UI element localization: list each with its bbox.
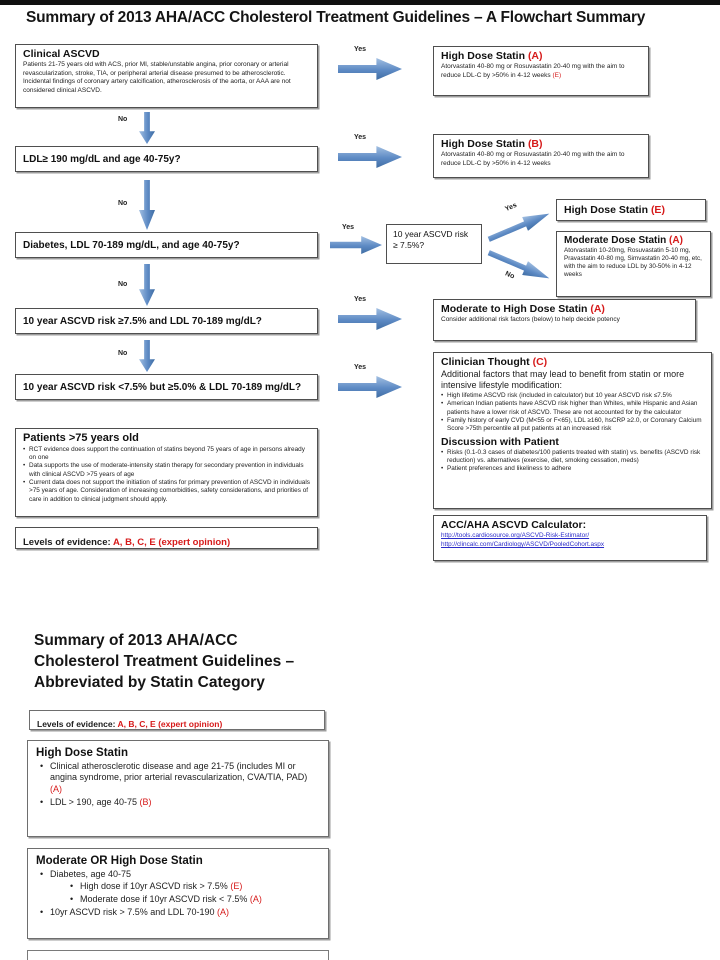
clinical-ascvd-title: Clinical ASCVD [23, 48, 100, 60]
patients-over-75-bullet: Data supports the use of moderate-intens… [23, 462, 310, 479]
mod-high-bullet: Diabetes, age 40-75 [36, 869, 320, 881]
top-border [0, 0, 720, 5]
moderate-to-high-dose-statin-body: Consider additional risk factors (below)… [441, 316, 620, 324]
moderate-or-high-dose-statin-summary-box: Moderate OR High Dose Statin Diabetes, a… [27, 848, 329, 939]
clinician-thought-bullet: Family history of early CVD (M<55 or F<6… [441, 417, 704, 434]
yes-label: Yes [354, 364, 367, 371]
high-dose-bullet: LDL > 190, age 40-75 (B) [36, 797, 320, 809]
moderate-dose-statin-a-title: Moderate Dose Statin (A) [564, 235, 683, 246]
mod-high-sub-bullet: Moderate dose if 10yr ASCVD risk < 7.5% … [36, 894, 320, 906]
levels-of-evidence-grades: A, B, C, E (expert opinion) [117, 719, 223, 729]
yes-arrow-diagonal [486, 207, 553, 247]
levels-of-evidence-grades: A, B, C, E (expert opinion) [112, 537, 231, 548]
high-dose-statin-summary-box: High Dose Statin Clinical atheroscleroti… [27, 740, 329, 837]
clinical-ascvd-body: Patients 21-75 years old with ACS, prior… [23, 61, 291, 94]
discussion-with-patient-title: Discussion with Patient [441, 435, 559, 448]
high-dose-statin-e-title: High Dose Statin (E) [564, 204, 665, 216]
ten-year-risk-decision-text: 10 year ASCVD risk ≥ 7.5%? [393, 229, 469, 251]
clinician-thought-subtitle: Additional factors that may lead to bene… [441, 369, 685, 391]
cut-off-box [27, 950, 329, 960]
levels-of-evidence-prefix: Levels of evidence: [37, 719, 118, 729]
yes-arrow-right [338, 308, 402, 330]
no-arrow-down [139, 180, 155, 230]
yes-arrow-right [338, 58, 402, 80]
no-label: No [118, 350, 128, 357]
high-dose-statin-a-body: Atorvastatin 40-80 mg or Rosuvastatin 20… [441, 63, 625, 79]
slide2-title-line: Cholesterol Treatment Guidelines – [34, 653, 295, 670]
risk-5-to-7-question-box: 10 year ASCVD risk <7.5% but ≥5.0% & LDL… [15, 374, 318, 400]
levels-of-evidence-box-1: Levels of evidence: A, B, C, E (expert o… [15, 527, 318, 549]
high-dose-statin-a-title: High Dose Statin (A) [441, 50, 543, 62]
slide1-title: Summary of 2013 AHA/ACC Cholesterol Trea… [26, 9, 646, 26]
ldl-190-question: LDL≥ 190 mg/dL and age 40-75y? [23, 153, 181, 165]
no-arrow-down [139, 340, 155, 372]
slide2-title-line: Summary of 2013 AHA/ACC [34, 632, 238, 649]
no-arrow-down [139, 264, 155, 306]
risk-above-7-question: 10 year ASCVD risk ≥7.5% and LDL 70-189 … [23, 315, 262, 327]
calculator-link[interactable]: http://clincalc.com/Cardiology/ASCVD/Poo… [441, 541, 605, 549]
yes-arrow-right [338, 376, 402, 398]
diabetes-question-box: Diabetes, LDL 70-189 mg/dL, and age 40-7… [15, 232, 318, 258]
high-dose-statin-b-title: High Dose Statin (B) [441, 138, 543, 150]
patients-over-75-bullet: RCT evidence does support the continuati… [23, 446, 310, 463]
ascvd-calculator-title: ACC/AHA ASCVD Calculator: [441, 519, 587, 531]
calculator-link[interactable]: http://tools.cardiosource.org/ASCVD-Risk… [441, 532, 590, 540]
diabetes-question: Diabetes, LDL 70-189 mg/dL, and age 40-7… [23, 239, 240, 251]
patients-over-75-bullet: Current data does not support the initia… [23, 479, 310, 504]
yes-label: Yes [354, 296, 367, 303]
moderate-to-high-dose-statin-title: Moderate to High Dose Statin (A) [441, 303, 605, 315]
ldl-190-question-box: LDL≥ 190 mg/dL and age 40-75y? [15, 146, 318, 172]
high-dose-statin-summary-title: High Dose Statin [36, 747, 129, 759]
moderate-to-high-dose-statin-box: Moderate to High Dose Statin (A) Conside… [433, 299, 696, 341]
risk-5-to-7-question: 10 year ASCVD risk <7.5% but ≥5.0% & LDL… [23, 381, 302, 393]
no-arrow-diagonal [486, 246, 553, 286]
patients-over-75-title: Patients >75 years old [23, 432, 139, 444]
clinician-thought-bullet: American Indian patients have ASCVD risk… [441, 400, 704, 417]
yes-arrow-right [330, 236, 382, 254]
high-dose-bullet: Clinical atherosclerotic disease and age… [36, 761, 320, 795]
no-label: No [118, 200, 128, 207]
moderate-dose-statin-a-body: Atorvastatin 10-20mg, Rosuvastatin 5-10 … [564, 246, 702, 279]
ascvd-calculator-box: ACC/AHA ASCVD Calculator: http://tools.c… [433, 515, 707, 561]
yes-arrow-right [338, 146, 402, 168]
levels-of-evidence-box-2: Levels of evidence: A, B, C, E (expert o… [29, 710, 325, 730]
yes-label: Yes [354, 46, 367, 53]
levels-of-evidence-prefix: Levels of evidence: [23, 537, 113, 548]
yes-label: Yes [354, 134, 367, 141]
high-dose-statin-b-body: Atorvastatin 40-80 mg or Rosuvastatin 20… [441, 151, 625, 167]
yes-label: Yes [342, 224, 355, 231]
no-label: No [504, 270, 516, 281]
high-dose-statin-e-box: High Dose Statin (E) [556, 199, 706, 221]
risk-above-7-question-box: 10 year ASCVD risk ≥7.5% and LDL 70-189 … [15, 308, 318, 334]
clinician-thought-bullet: High lifetime ASCVD risk (included in ca… [441, 392, 704, 401]
clinician-thought-title: Clinician Thought (C) [441, 356, 548, 368]
mod-high-bullet: 10yr ASCVD risk > 7.5% and LDL 70-190 (A… [36, 907, 320, 919]
high-dose-statin-a-box: High Dose Statin (A) Atorvastatin 40-80 … [433, 46, 649, 96]
no-label: No [118, 116, 128, 123]
high-dose-statin-b-box: High Dose Statin (B) Atorvastatin 40-80 … [433, 134, 649, 178]
slide2-title-line: Abbreviated by Statin Category [34, 674, 265, 691]
slide2-title: Summary of 2013 AHA/ACC Cholesterol Trea… [34, 630, 434, 693]
mod-high-sub-bullet: High dose if 10yr ASCVD risk > 7.5% (E) [36, 881, 320, 893]
no-arrow-down [139, 112, 155, 144]
yes-label: Yes [504, 201, 518, 214]
moderate-dose-statin-a-box: Moderate Dose Statin (A) Atorvastatin 10… [556, 231, 711, 297]
discussion-bullet: Patient preferences and likeliness to ad… [441, 465, 704, 474]
clinical-ascvd-box: Clinical ASCVD Patients 21-75 years old … [15, 44, 318, 108]
ten-year-risk-decision-box: 10 year ASCVD risk ≥ 7.5%? [386, 224, 482, 264]
moderate-or-high-title: Moderate OR High Dose Statin [36, 855, 203, 867]
no-label: No [118, 281, 128, 288]
discussion-bullet: Risks (0.1-0.3 cases of diabetes/100 pat… [441, 449, 704, 466]
clinician-thought-box: Clinician Thought (C) Additional factors… [433, 352, 712, 509]
patients-over-75-box: Patients >75 years old RCT evidence does… [15, 428, 318, 517]
